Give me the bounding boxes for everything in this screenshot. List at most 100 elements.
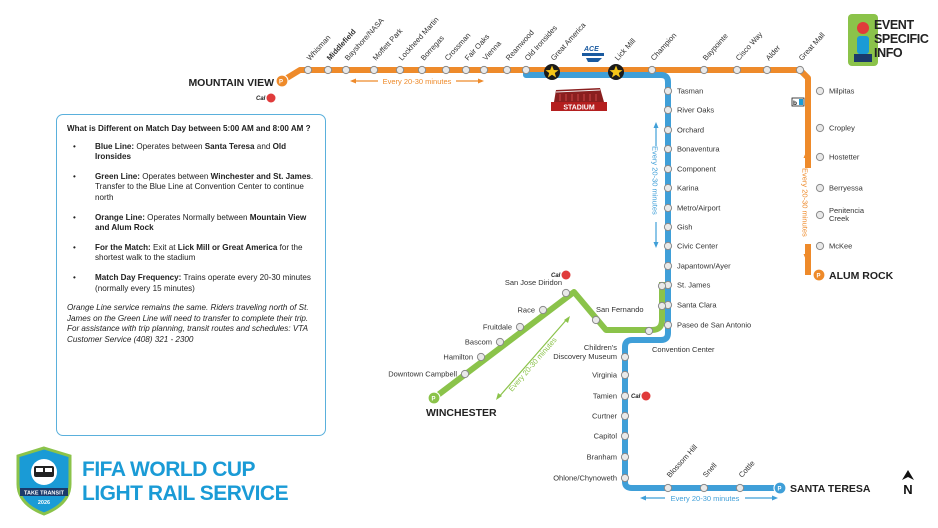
station-cottle-label: Cottle xyxy=(737,459,757,480)
station-cisco-way-label: Cisco Way xyxy=(734,30,765,63)
station-penitencia-line1-label: Penitencia xyxy=(829,206,865,215)
station-civic-center-stop xyxy=(663,241,673,251)
blue-frequency-vertical: Every 20-30 minutes xyxy=(651,122,661,248)
santa-teresa-label: SANTA TERESA xyxy=(790,483,871,495)
station-baypointe-stop xyxy=(699,65,709,75)
service-title: FIFA WORLD CUP LIGHT RAIL SERVICE xyxy=(82,458,289,506)
station-japantown-ayer-label: Japantown/Ayer xyxy=(677,262,731,271)
station-childrens-label: Children's xyxy=(584,343,617,352)
station-san-fernando-label: San Fernando xyxy=(596,305,644,314)
caltrain-tamien-icon: Cal xyxy=(631,391,651,401)
station-milpitas-stop xyxy=(815,86,825,96)
station-santa-clara-label: Santa Clara xyxy=(677,301,717,310)
station-reamwood-stop xyxy=(502,65,512,75)
station-tasman-stop xyxy=(663,86,673,96)
badge-year: 2026 xyxy=(38,500,50,506)
station-san-jose-diridon-label: San Jose Diridon xyxy=(505,278,562,287)
take-transit-badge: TAKE TRANSIT 2026 xyxy=(16,446,72,516)
caltrain-mountain-view-icon: Cal xyxy=(256,93,276,103)
station-downtown-campbell-label: Downtown Campbell xyxy=(388,370,457,379)
winchester-label: WINCHESTER xyxy=(426,407,497,419)
station-capitol-label: Capitol xyxy=(594,432,618,441)
station-component-label: Component xyxy=(677,165,717,174)
info-list: Blue Line: Operates between Santa Teresa… xyxy=(67,142,315,295)
station-tamien-stop xyxy=(620,391,630,401)
station-champion-label: Champion xyxy=(649,31,679,62)
station-capitol-stop xyxy=(620,431,630,441)
station-berryessa-stop xyxy=(815,183,825,193)
station-karina-stop xyxy=(663,183,673,193)
svg-text:N: N xyxy=(903,482,912,497)
station-san-fernando-stop xyxy=(591,315,601,325)
station-paseo-de-san-antonio-stop xyxy=(663,320,673,330)
station-metro-airport-label: Metro/Airport xyxy=(677,204,721,213)
event-specific-info-badge: EVENT SPECIFIC INFO xyxy=(848,14,929,66)
svg-text:Every 20-30 minutes: Every 20-30 minutes xyxy=(383,77,452,86)
svg-text:P: P xyxy=(817,274,821,280)
station-snell-stop xyxy=(699,483,709,493)
station-blossom-hill-stop xyxy=(663,483,673,493)
title-line-2: LIGHT RAIL SERVICE xyxy=(82,482,289,505)
station-vienna-stop xyxy=(479,65,489,75)
station-curtner-stop xyxy=(620,411,630,421)
station-river-oaks-stop xyxy=(663,105,673,115)
orange-frequency-vertical: Every 20-30 minutes xyxy=(801,152,811,260)
info-item-blue: Blue Line: Operates between Santa Teresa… xyxy=(67,142,315,163)
station-japantown-ayer-stop xyxy=(663,261,673,271)
station-mckee-label: McKee xyxy=(829,242,852,251)
station-orchard-label: Orchard xyxy=(677,126,704,135)
station-curtner-label: Curtner xyxy=(592,412,618,421)
svg-text:P: P xyxy=(432,397,436,403)
station-green-st-james-stop xyxy=(657,281,667,291)
station-hamilton-label: Hamilton xyxy=(443,353,473,362)
event-line-1: EVENT xyxy=(874,18,914,32)
info-item-green: Green Line: Operates between Winchester … xyxy=(67,172,315,204)
station-downtown-campbell-stop xyxy=(460,369,470,379)
station-race-stop xyxy=(538,305,548,315)
station-great-mall-stop xyxy=(795,65,805,75)
station-river-oaks-label: River Oaks xyxy=(677,106,714,115)
svg-text:Cal: Cal xyxy=(256,96,266,102)
station-crossman-stop xyxy=(441,65,451,75)
orange-frequency-horizontal: Every 20-30 minutes xyxy=(350,76,484,86)
lick-mill-star-icon xyxy=(608,64,624,80)
station-moffett-park-stop xyxy=(369,65,379,75)
stadium-label: STADIUM xyxy=(563,105,595,112)
station-berryessa-label: Berryessa xyxy=(829,184,864,193)
station-mckee-stop xyxy=(815,241,825,251)
station-bayshore-nasa-stop xyxy=(341,65,351,75)
station-hostetter-stop xyxy=(815,152,825,162)
station-orchard-stop xyxy=(663,125,673,135)
svg-text:Every 20-30 minutes: Every 20-30 minutes xyxy=(651,146,660,215)
station-civic-center-label: Civic Center xyxy=(677,242,718,251)
station-ohlone-chynoweth-stop xyxy=(620,473,630,483)
station-fruitdale-stop xyxy=(515,322,525,332)
svg-text:Every 20-30 minutes: Every 20-30 minutes xyxy=(507,335,559,393)
alum-rock-label: ALUM ROCK xyxy=(829,270,894,282)
event-line-2: SPECIFIC xyxy=(874,32,929,46)
station-ohlone-chynoweth-label: Ohlone/Chynoweth xyxy=(553,474,617,483)
orange-line-route xyxy=(280,67,811,275)
station-penitencia-creek-stop xyxy=(815,210,825,220)
station-alder-label: Alder xyxy=(764,43,783,62)
station-tasman-label: Tasman xyxy=(677,87,703,96)
info-item-frequency: Match Day Frequency: Trains operate ever… xyxy=(67,273,315,294)
station-great-mall-label: Great Mall xyxy=(797,30,827,62)
svg-text:Cal: Cal xyxy=(631,394,641,400)
station-green-santa-clara-stop xyxy=(657,301,667,311)
station-paseo-de-san-antonio-label: Paseo de San Antonio xyxy=(677,321,751,330)
station-alder-stop xyxy=(762,65,772,75)
station-fruitdale-label: Fruitdale xyxy=(483,323,512,332)
station-bascom-stop xyxy=(495,337,505,347)
svg-text:b: b xyxy=(793,100,797,107)
svg-text:P: P xyxy=(778,487,782,493)
station-old-ironsides-stop xyxy=(521,65,531,75)
blue-frequency-bottom: Every 20-30 minutes xyxy=(640,493,778,503)
station-hamilton-stop xyxy=(476,352,486,362)
station-bonaventura-label: Bonaventura xyxy=(677,145,720,154)
bart-icon: b xyxy=(791,97,805,107)
